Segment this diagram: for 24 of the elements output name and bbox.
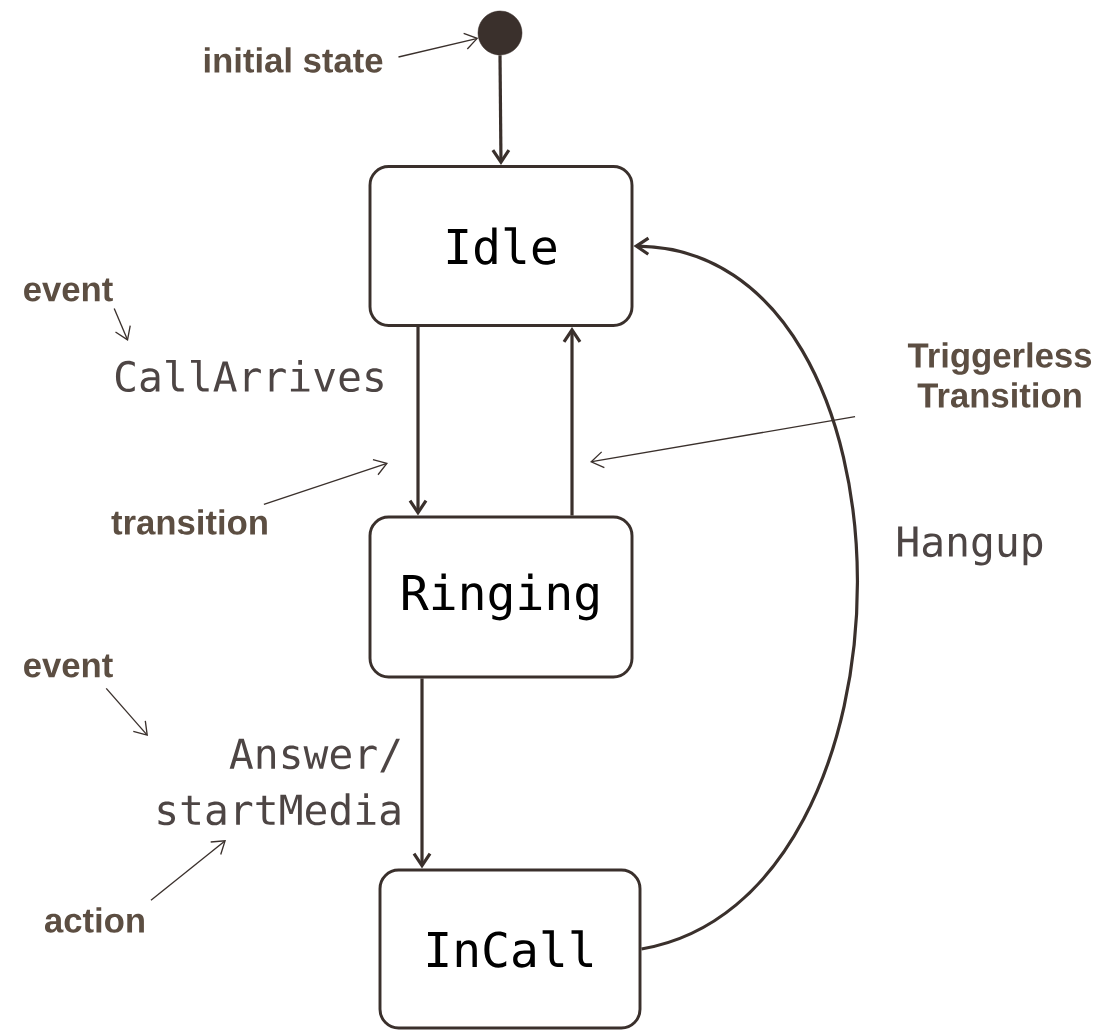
leader-arrow: [105, 687, 148, 736]
leader-arrow: [397, 32, 479, 58]
state-box: Ringing: [368, 515, 634, 679]
state-box: Idle: [368, 165, 634, 327]
initial-state-dot: [477, 10, 523, 56]
leader-arrow: [590, 416, 856, 469]
edge-label: Hangup: [898, 526, 1043, 566]
annotation-label: event: [24, 654, 113, 678]
leader-arrow: [263, 458, 388, 505]
transition-arrow: [491, 55, 511, 166]
edge-label: CallArrives: [115, 359, 383, 393]
leader-arrow: [113, 307, 131, 341]
transition-arrow: [408, 326, 428, 516]
state-box: InCall: [378, 868, 642, 1030]
edge-label: Answer/ startMedia: [158, 738, 400, 826]
transition-arrow: [633, 236, 859, 951]
annotation-label: Triggerless Transition: [907, 342, 1092, 408]
transition-arrow: [562, 326, 582, 516]
annotation-label: transition: [111, 509, 267, 535]
leader-arrow: [150, 840, 226, 901]
annotation-label: initial state: [204, 47, 383, 73]
annotation-label: action: [45, 907, 144, 933]
transition-arrow: [412, 678, 432, 869]
annotation-label: event: [24, 278, 113, 302]
